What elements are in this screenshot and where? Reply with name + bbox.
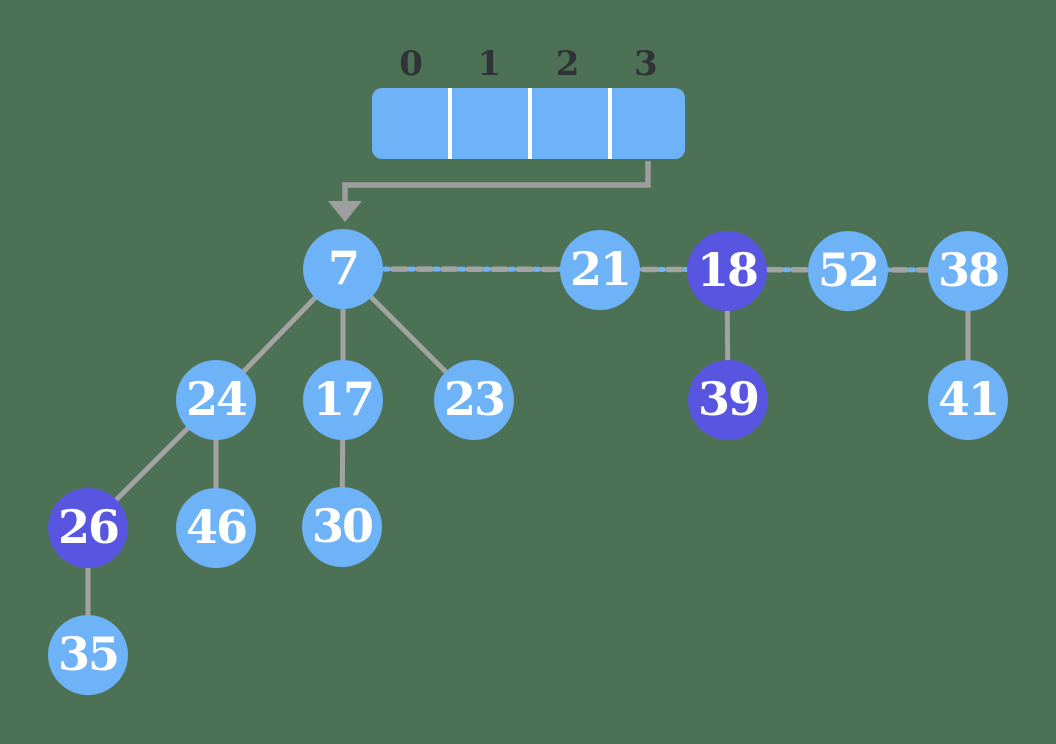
array-cell-divider [448, 88, 452, 159]
array-index-3: 3 [634, 44, 658, 84]
array-index-1: 1 [477, 44, 502, 84]
heap-node-39: 39 [688, 360, 768, 440]
heap-node-52: 52 [808, 231, 888, 311]
heap-node-23: 23 [434, 360, 514, 440]
heap-node-41: 41 [928, 360, 1008, 440]
degree-array [372, 88, 685, 159]
heap-node-46: 46 [176, 488, 256, 568]
heap-node-30: 30 [302, 487, 382, 567]
heap-node-7: 7 [303, 229, 383, 309]
heap-node-21: 21 [560, 230, 640, 310]
array-index-2: 2 [555, 44, 580, 84]
array-index-0: 0 [399, 44, 423, 84]
heap-node-35: 35 [48, 615, 128, 695]
array-pointer-line [342, 161, 651, 203]
root-list-dashed-link [340, 266, 971, 273]
heap-node-17: 17 [303, 360, 383, 440]
heap-node-26: 26 [48, 488, 128, 568]
array-cell-divider [608, 88, 612, 159]
array-index-labels: 0 1 2 3 [372, 44, 685, 84]
array-pointer-arrowhead-icon [328, 201, 362, 222]
heap-node-24: 24 [176, 360, 256, 440]
array-cell-divider [528, 88, 532, 159]
heap-node-38: 38 [928, 231, 1008, 311]
heap-node-18: 18 [687, 231, 767, 311]
